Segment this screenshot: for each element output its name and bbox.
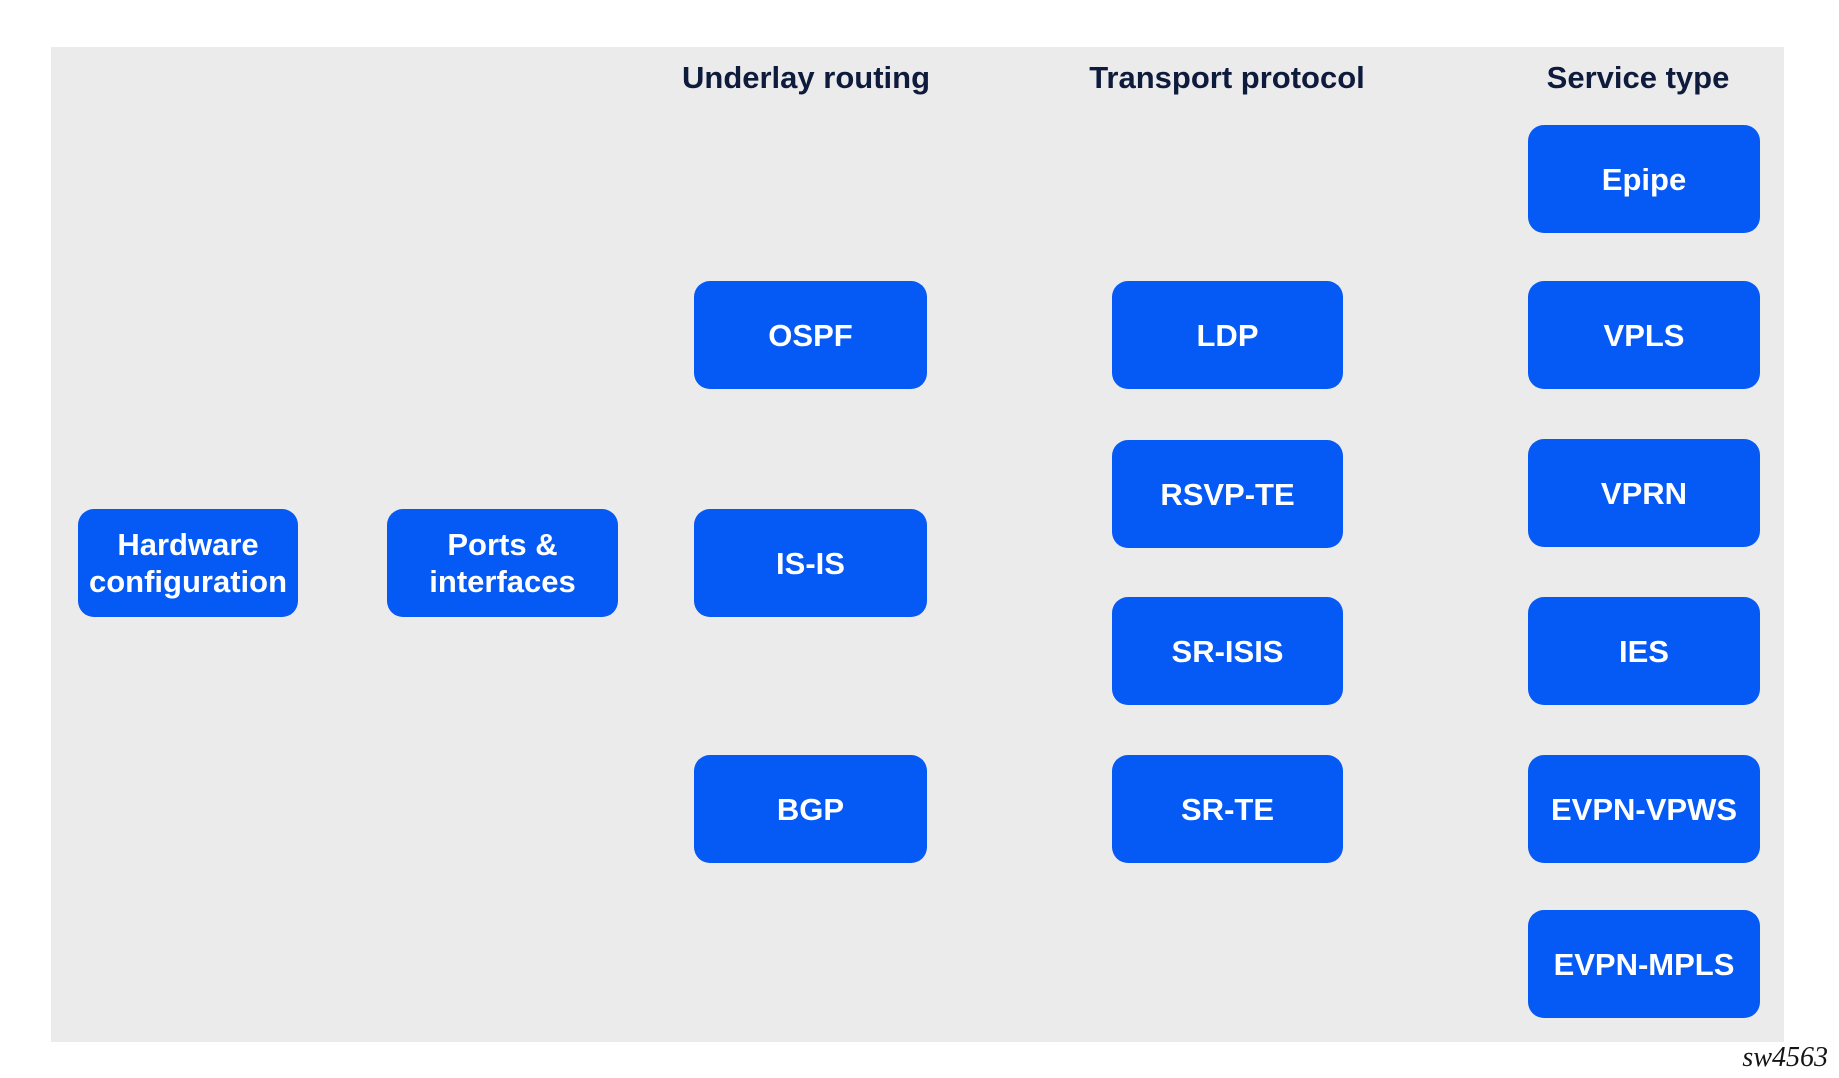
- node-evpn-vpws: EVPN-VPWS: [1528, 755, 1760, 863]
- node-label-is-is: IS-IS: [776, 545, 845, 581]
- node-rsvp-te: RSVP-TE: [1112, 440, 1343, 548]
- node-evpn-mpls: EVPN-MPLS: [1528, 910, 1760, 1018]
- node-label-bgp: BGP: [776, 791, 845, 827]
- node-vpls: VPLS: [1528, 281, 1760, 389]
- node-sr-te: SR-TE: [1112, 755, 1343, 863]
- column-header-transport-protocol: Transport protocol: [1089, 60, 1365, 95]
- node-label-ies: IES: [1619, 633, 1669, 669]
- node-is-is: IS-IS: [694, 509, 927, 617]
- node-label-evpn-mpls: EVPN-MPLS: [1553, 946, 1735, 982]
- node-label-sr-isis: SR-ISIS: [1171, 633, 1284, 669]
- node-epipe: Epipe: [1528, 125, 1760, 233]
- figure-watermark: sw4563: [1742, 1042, 1828, 1073]
- node-ports-interfaces: Ports & interfaces: [387, 509, 618, 617]
- node-ospf: OSPF: [694, 281, 927, 389]
- node-label-hardware-configuration: Hardware configuration: [88, 527, 288, 599]
- node-label-vprn: VPRN: [1600, 475, 1688, 511]
- node-label-rsvp-te: RSVP-TE: [1160, 476, 1295, 512]
- node-label-vpls: VPLS: [1603, 317, 1685, 353]
- node-ldp: LDP: [1112, 281, 1343, 389]
- node-label-epipe: Epipe: [1601, 161, 1687, 197]
- node-label-sr-te: SR-TE: [1181, 791, 1274, 827]
- column-header-underlay-routing: Underlay routing: [681, 60, 931, 95]
- node-hardware-configuration: Hardware configuration: [78, 509, 298, 617]
- node-ies: IES: [1528, 597, 1760, 705]
- node-label-ospf: OSPF: [768, 317, 853, 353]
- node-label-evpn-vpws: EVPN-VPWS: [1550, 791, 1738, 827]
- column-header-service-type: Service type: [1546, 60, 1730, 95]
- node-sr-isis: SR-ISIS: [1112, 597, 1343, 705]
- node-vprn: VPRN: [1528, 439, 1760, 547]
- node-label-ports-interfaces: Ports & interfaces: [429, 527, 576, 599]
- node-label-ldp: LDP: [1196, 317, 1259, 353]
- node-bgp: BGP: [694, 755, 927, 863]
